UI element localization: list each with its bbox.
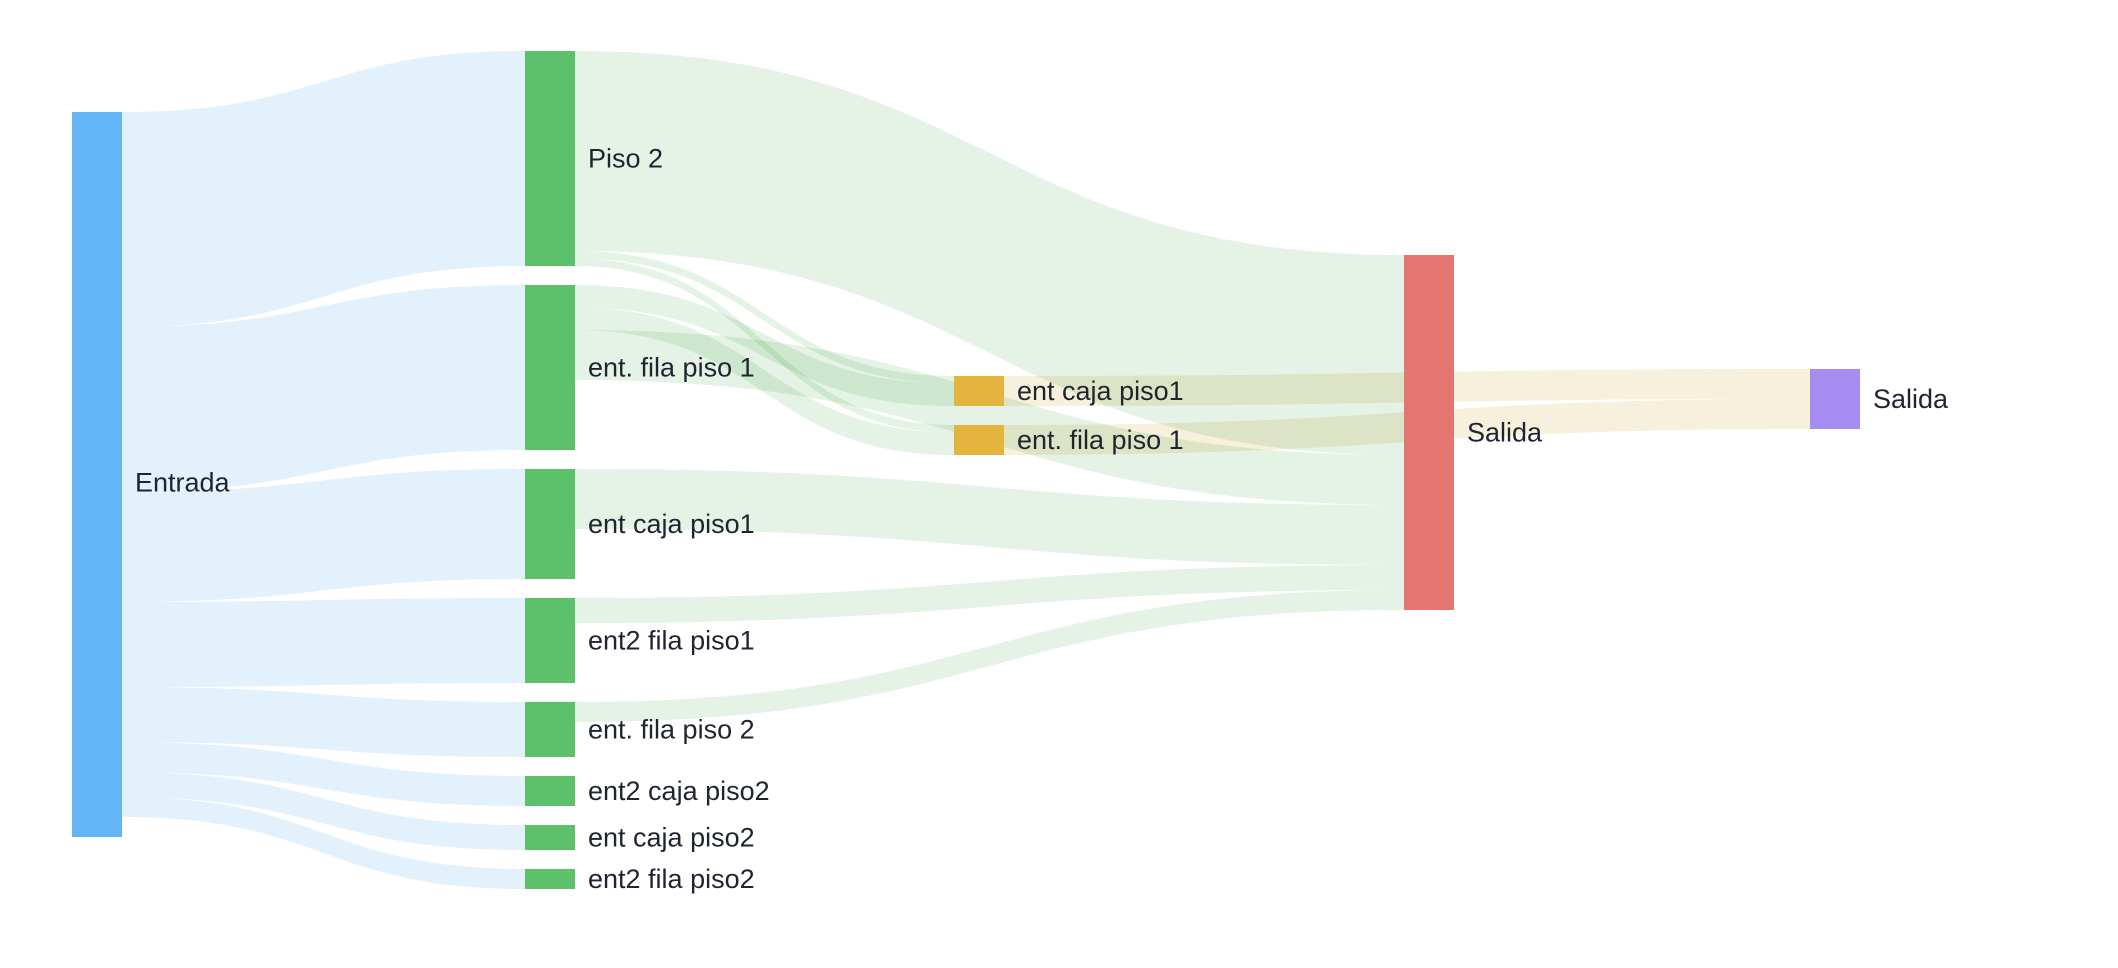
- node-label-ent2_fila_piso1: ent2 fila piso1: [588, 626, 755, 656]
- link-entrada-to-piso2: [122, 51, 525, 327]
- node-ent_caja_piso1_b: [954, 376, 1004, 406]
- node-label-entrada: Entrada: [135, 468, 231, 498]
- node-ent_fila_piso1_b: [954, 425, 1004, 455]
- node-entrada: [72, 112, 122, 837]
- node-label-piso2: Piso 2: [588, 144, 663, 174]
- node-label-ent2_fila_piso2: ent2 fila piso2: [588, 864, 755, 894]
- nodes-layer: [72, 51, 1860, 889]
- link-ent_caja_piso1_a-to-salida_a: [575, 469, 1404, 565]
- node-label-ent2_caja_piso2: ent2 caja piso2: [588, 776, 770, 806]
- node-salida_b: [1810, 369, 1860, 429]
- node-salida_a: [1404, 255, 1454, 610]
- link-entrada-to-ent_caja_piso1_a: [122, 469, 525, 602]
- link-piso2-to-salida_a: [575, 51, 1404, 455]
- node-ent_caja_piso1_a: [525, 469, 575, 579]
- node-label-ent_caja_piso2: ent caja piso2: [588, 823, 755, 853]
- link-entrada-to-ent2_caja_piso2: [122, 742, 525, 806]
- link-entrada-to-ent_fila_piso1_a: [122, 285, 525, 492]
- node-label-ent_caja_piso1_a: ent caja piso1: [588, 509, 755, 539]
- node-label-ent_caja_piso1_b: ent caja piso1: [1017, 376, 1184, 406]
- link-entrada-to-ent_fila_piso2: [122, 687, 525, 757]
- link-entrada-to-ent2_fila_piso2: [122, 797, 525, 889]
- node-ent_caja_piso2: [525, 825, 575, 850]
- link-ent2_fila_piso1-to-salida_a: [575, 565, 1404, 623]
- links-layer: [122, 51, 1810, 889]
- node-label-salida_a: Salida: [1467, 418, 1543, 448]
- link-entrada-to-ent2_fila_piso1: [122, 598, 525, 687]
- link-piso2-to-ent_caja_piso1_b: [575, 251, 954, 384]
- node-piso2: [525, 51, 575, 266]
- node-ent2_fila_piso2: [525, 869, 575, 889]
- node-label-ent_fila_piso2: ent. fila piso 2: [588, 715, 755, 745]
- node-label-ent_fila_piso1_a: ent. fila piso 1: [588, 353, 755, 383]
- node-ent_fila_piso1_a: [525, 285, 575, 450]
- labels-layer: Entrada Piso 2 ent. fila piso 1 ent caja pi…: [135, 144, 1949, 895]
- node-label-ent_fila_piso1_b: ent. fila piso 1: [1017, 425, 1184, 455]
- node-ent2_fila_piso1: [525, 598, 575, 683]
- node-ent_fila_piso2: [525, 702, 575, 757]
- link-ent_fila_piso1_a-to-salida_a: [575, 330, 1404, 505]
- node-ent2_caja_piso2: [525, 776, 575, 806]
- node-label-salida_b: Salida: [1873, 384, 1949, 414]
- link-entrada-to-ent_caja_piso2: [122, 772, 525, 850]
- link-ent_fila_piso2-to-salida_a: [575, 590, 1404, 722]
